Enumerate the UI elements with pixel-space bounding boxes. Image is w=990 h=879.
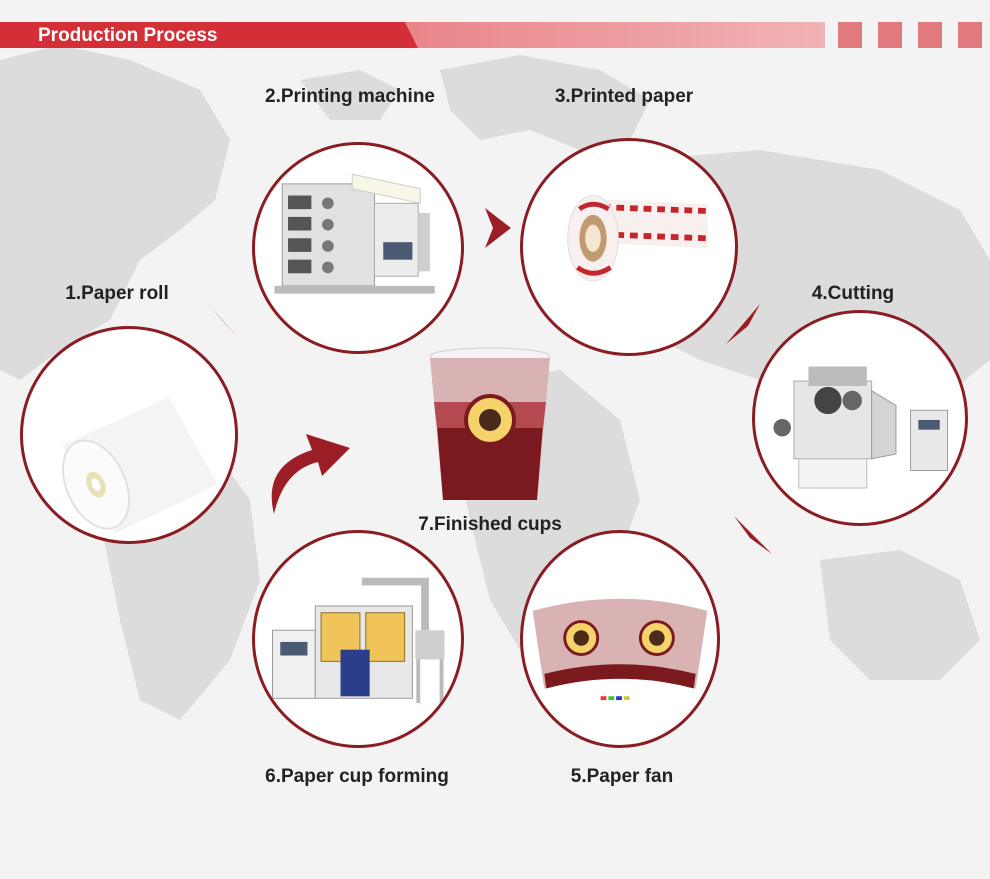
step-image-printing-machine <box>252 142 464 354</box>
step-image-paper-roll <box>20 326 238 544</box>
header-banner: Production Process <box>0 22 990 48</box>
banner-square <box>958 22 982 48</box>
paper-fan-icon <box>532 598 708 701</box>
page-title: Production Process <box>38 25 218 46</box>
flow-arrow-icon <box>726 304 760 344</box>
step-image-paper-fan <box>520 530 720 748</box>
flow-arrow-icon <box>485 208 511 248</box>
step-label-printed-paper: 3.Printed paper <box>554 86 694 107</box>
cutting-machine-icon <box>773 366 948 489</box>
banner-square <box>918 22 942 48</box>
step-label-paper-roll: 1.Paper roll <box>65 283 169 304</box>
cup-forming-machine-icon <box>272 577 445 704</box>
step-label-printing-machine: 2.Printing machine <box>265 86 435 107</box>
flow-arrow-icon <box>208 304 242 342</box>
step-image-cutting <box>752 310 968 526</box>
step-image-paper-cup-forming <box>252 530 464 748</box>
finished-cup-icon <box>429 347 551 500</box>
paper-roll-icon <box>61 397 218 534</box>
step-image-printed-paper <box>520 138 738 356</box>
curved-arrow-icon <box>271 434 350 514</box>
banner-title-bar <box>0 22 418 48</box>
step-label-finished-cups: 7.Finished cups <box>418 514 562 535</box>
printed-paper-roll-icon <box>567 194 708 282</box>
step-label-paper-cup-forming: 6.Paper cup forming <box>265 766 449 787</box>
printing-machine-icon <box>274 173 435 294</box>
banner-square <box>838 22 862 48</box>
banner-square <box>878 22 902 48</box>
flow-arrow-icon <box>734 516 772 554</box>
step-label-paper-fan: 5.Paper fan <box>570 766 674 787</box>
banner-fade-stripe <box>405 22 825 48</box>
step-label-cutting: 4.Cutting <box>811 283 895 304</box>
